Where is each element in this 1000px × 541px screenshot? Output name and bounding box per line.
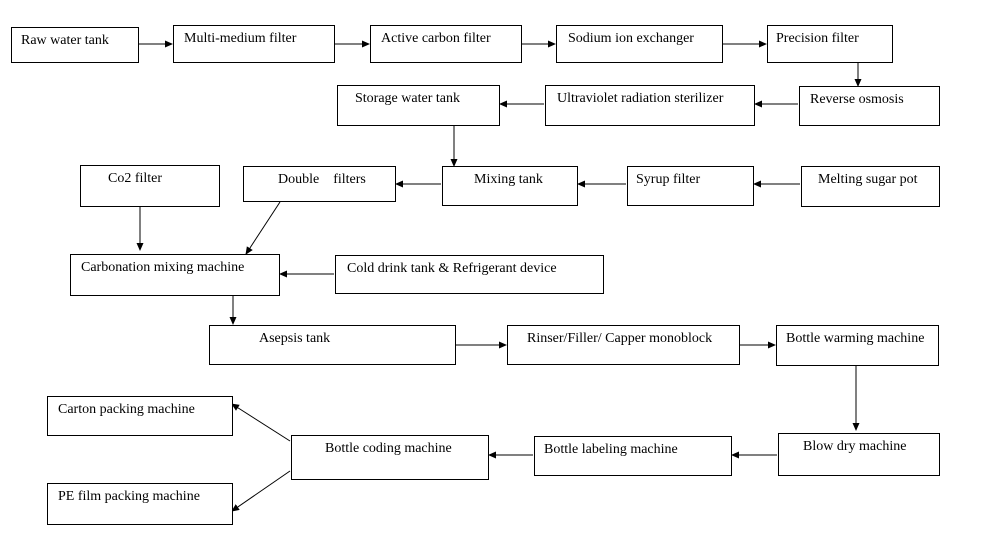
node-label: Asepsis tank [259, 331, 331, 346]
node-label: Storage water tank [355, 91, 460, 106]
node-uv-sterilizer: Ultraviolet radiation sterilizer [545, 85, 755, 126]
node-sodium-ion-exchanger: Sodium ion exchanger [556, 25, 723, 63]
node-raw-water-tank: Raw water tank [11, 27, 139, 63]
node-label: Blow dry machine [803, 439, 907, 454]
node-label: Reverse osmosis [810, 92, 904, 107]
node-label: Sodium ion exchanger [568, 31, 694, 46]
node-active-carbon-filter: Active carbon filter [370, 25, 522, 63]
node-precision-filter: Precision filter [767, 25, 893, 63]
node-label: Ultraviolet radiation sterilizer [557, 91, 724, 106]
arrow-coding-to-carton [231, 403, 291, 442]
node-label: Syrup filter [636, 172, 701, 187]
node-label: Multi-medium filter [184, 31, 297, 46]
node-label: Bottle labeling machine [544, 442, 678, 457]
node-bottle-labeling-machine: Bottle labeling machine [534, 436, 732, 476]
node-cold-drink-tank: Cold drink tank & Refrigerant device [335, 255, 604, 294]
node-carbonation-mixing-machine: Carbonation mixing machine [70, 254, 280, 296]
node-label: Double filters [278, 172, 366, 187]
node-label: Melting sugar pot [818, 172, 918, 187]
node-rinser-filler-capper: Rinser/Filler/ Capper monoblock [507, 325, 740, 365]
arrow-coding-to-pe-film [231, 470, 291, 512]
node-label: Rinser/Filler/ Capper monoblock [527, 331, 713, 346]
node-carton-packing-machine: Carton packing machine [47, 396, 233, 436]
node-pe-film-packing-machine: PE film packing machine [47, 483, 233, 525]
node-melting-sugar-pot: Melting sugar pot [801, 166, 940, 207]
node-label: PE film packing machine [58, 489, 200, 504]
node-label: Co2 filter [108, 171, 163, 186]
node-syrup-filter: Syrup filter [627, 166, 754, 206]
node-label: Raw water tank [21, 33, 109, 48]
node-label: Bottle coding machine [325, 441, 452, 456]
node-label: Carton packing machine [58, 402, 195, 417]
node-storage-water-tank: Storage water tank [337, 85, 500, 126]
node-mixing-tank: Mixing tank [442, 166, 578, 206]
node-bottle-coding-machine: Bottle coding machine [291, 435, 489, 480]
node-label: Precision filter [776, 31, 859, 46]
node-co2-filter: Co2 filter [80, 165, 220, 207]
node-blow-dry-machine: Blow dry machine [778, 433, 940, 476]
node-label: Bottle warming machine [786, 331, 925, 346]
node-bottle-warming-machine: Bottle warming machine [776, 325, 939, 366]
node-label: Carbonation mixing machine [81, 260, 245, 275]
arrow-double-filters-to-carbonation [245, 201, 281, 255]
node-label: Cold drink tank & Refrigerant device [347, 261, 557, 276]
node-multi-medium-filter: Multi-medium filter [173, 25, 335, 63]
node-asepsis-tank: Asepsis tank [209, 325, 456, 365]
node-double-filters: Double filters [243, 166, 396, 202]
node-label: Mixing tank [474, 172, 543, 187]
node-reverse-osmosis: Reverse osmosis [799, 86, 940, 126]
node-label: Active carbon filter [381, 31, 491, 46]
